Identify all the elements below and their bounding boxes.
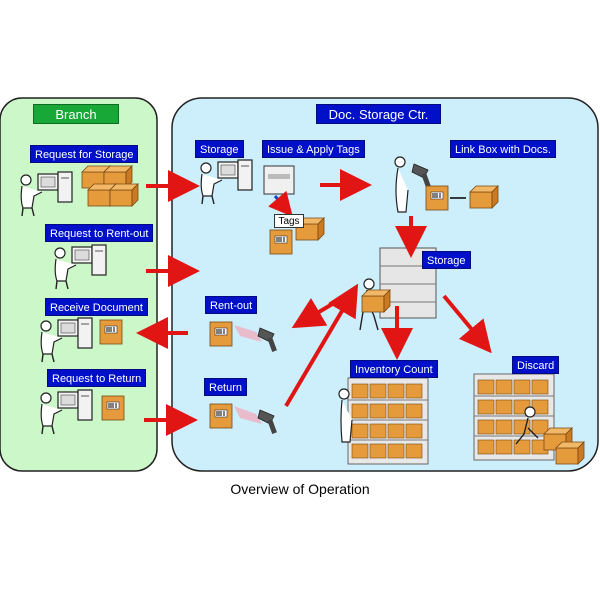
label-request-to-rent-out: Request to Rent-out — [45, 224, 154, 242]
label-storage: Storage — [422, 251, 471, 269]
label-issue-apply-tags: Issue & Apply Tags — [262, 140, 365, 158]
carrying-worker-icon — [359, 278, 391, 331]
label-link-box: Link Box with Docs. — [450, 140, 556, 158]
flow-arrows — [136, 169, 492, 436]
arrow-storage-to-discard — [442, 294, 492, 354]
label-discard: Discard — [512, 356, 560, 374]
cardboard-box-icon — [109, 183, 139, 207]
tagged-box-icon — [269, 229, 293, 255]
tags-label: Tags — [274, 214, 304, 228]
barcode-scanner-icon — [234, 406, 278, 435]
tag-printer-icon — [263, 165, 295, 217]
tagged-box-icon — [99, 319, 123, 345]
discard-worker-icon — [515, 406, 539, 445]
tagged-box-icon — [209, 403, 233, 429]
label-inventory-count: Inventory Count — [350, 360, 438, 378]
branch-title: Branch — [33, 104, 119, 124]
label-storage-intake: Storage — [195, 140, 244, 158]
filing-shelf-icon — [473, 373, 555, 461]
center-title: Doc. Storage Ctr. — [316, 104, 441, 124]
label-return: Return — [204, 378, 248, 396]
inventory-worker-icon — [338, 388, 353, 443]
cardboard-box-icon — [469, 185, 499, 209]
barcode-scanner-icon — [234, 325, 278, 353]
diagram-caption: Overview of Operation — [230, 481, 370, 497]
label-receive-document: Receive Document — [45, 298, 148, 316]
cardboard-box-icon — [555, 441, 585, 465]
label-request-for-storage: Request for Storage — [30, 145, 139, 163]
label-request-to-return: Request to Return — [47, 369, 147, 387]
tagged-box-icon — [209, 321, 233, 347]
scanning-worker-icon — [394, 156, 432, 213]
arrow-return-to-storage — [284, 283, 359, 408]
label-rent-out: Rent-out — [205, 296, 258, 314]
tagged-box-icon — [425, 185, 449, 211]
tagged-box-icon — [101, 395, 125, 421]
filing-shelf-icon — [347, 377, 429, 465]
